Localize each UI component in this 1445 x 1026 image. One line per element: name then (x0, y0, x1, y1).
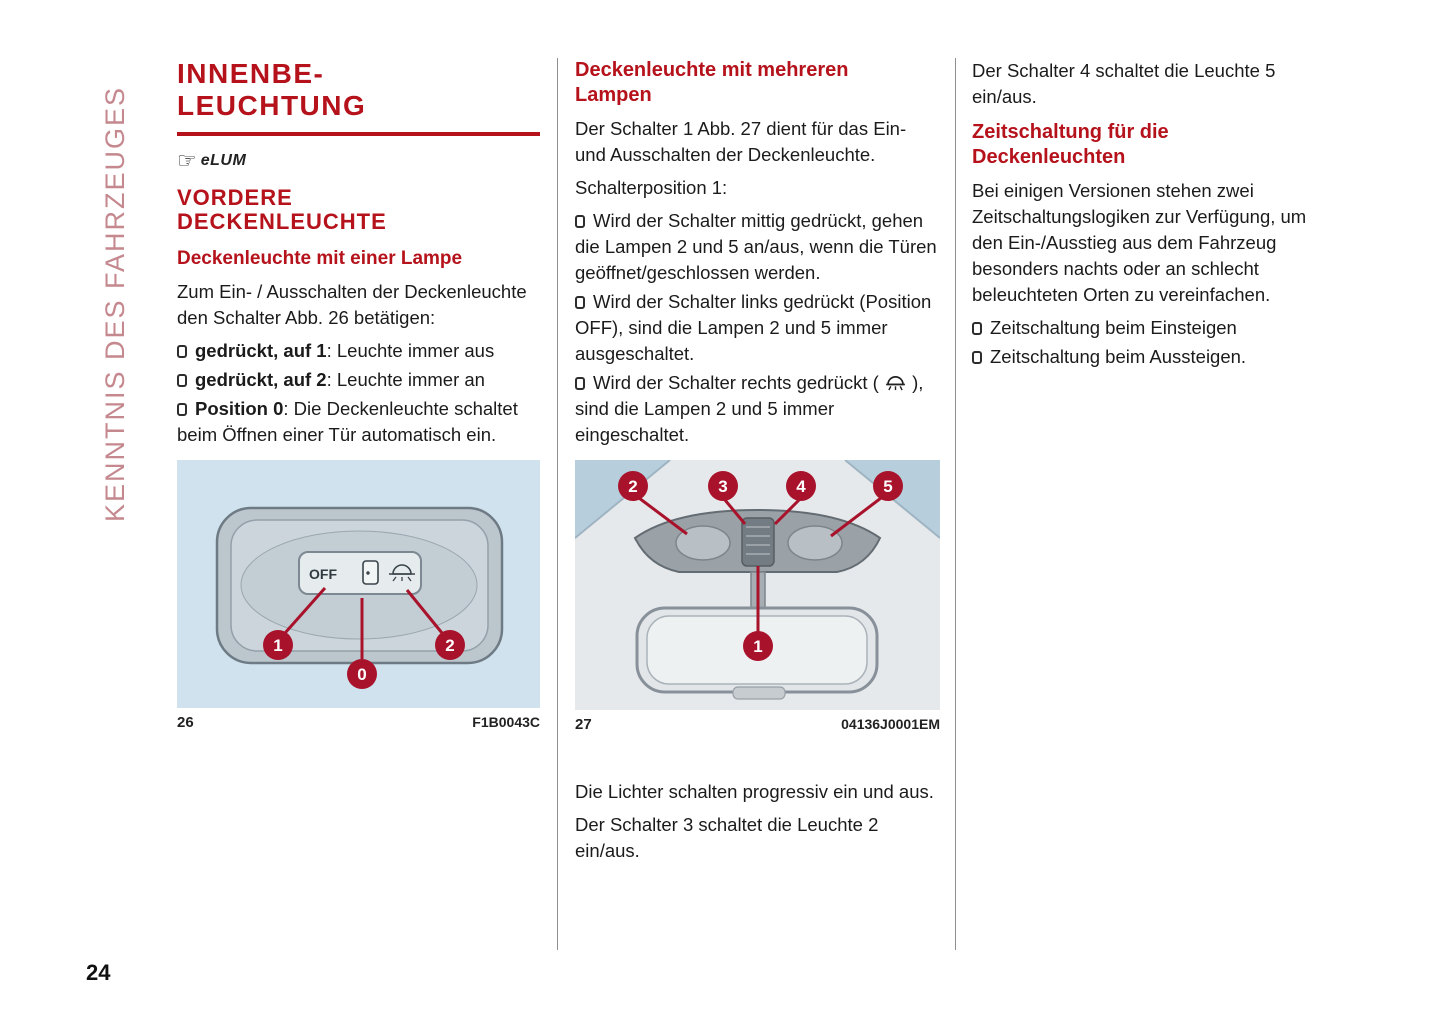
square-bullet-icon (177, 344, 187, 358)
callout-5: 5 (873, 471, 903, 501)
section-heading: VORDERE DECKENLEUCHTE (177, 184, 387, 235)
pointing-hand-icon: ☞ (177, 147, 197, 173)
bullet-text: Zeitschaltung beim Einsteigen (990, 317, 1237, 338)
bullet-text: Wird der Schalter rechts gedrückt ( (593, 372, 884, 393)
figure-code: F1B0043C (472, 713, 540, 730)
paragraph: Der Schalter 1 Abb. 27 dient für das Ein… (575, 118, 907, 165)
square-bullet-icon (177, 373, 187, 387)
list-item: gedrückt, auf 2: Leuchte immer an (177, 367, 540, 393)
page-title-line2: LEUCHTUNG (177, 89, 367, 121)
bullet-bold: gedrückt, auf 1 (195, 339, 327, 361)
svg-text:0: 0 (357, 665, 366, 684)
list-item: Wird der Schalter rechts gedrückt ( ), s… (575, 370, 940, 448)
svg-text:1: 1 (753, 637, 762, 656)
title-rule (177, 131, 540, 136)
svg-text:1: 1 (273, 636, 282, 655)
square-bullet-icon (575, 215, 585, 228)
svg-text:2: 2 (445, 636, 454, 655)
svg-text:2: 2 (628, 477, 637, 496)
svg-text:4: 4 (796, 477, 806, 496)
column-3: Der Schalter 4 schaltet die Leuchte 5 ei… (972, 58, 1324, 373)
list-item: Zeitschaltung beim Einsteigen (972, 315, 1324, 341)
paragraph: Der Schalter 4 schaltet die Leuchte 5 ei… (972, 60, 1276, 107)
figure-27-illustration: 2 3 4 5 1 (575, 460, 940, 710)
bullet-text: Zeitschaltung beim Aussteigen. (990, 346, 1247, 367)
paragraph: Zum Ein- / Ausschalten der Deckenleuchte… (177, 280, 527, 328)
bullet-text: Wird der Schalter mittig gedrückt, gehen… (575, 210, 937, 283)
paragraph: Die Lichter schalten progressiv ein und … (575, 781, 934, 802)
square-bullet-icon (177, 402, 187, 416)
square-bullet-icon (972, 351, 982, 364)
bullet-bold: gedrückt, auf 2 (195, 368, 327, 390)
column-divider (955, 58, 956, 950)
column-1: INNENBE- LEUCHTUNG ☞ eLUM VORDERE DECKEN… (177, 58, 540, 731)
square-bullet-icon (575, 377, 585, 390)
column-2: Deckenleuchte mit mehreren Lampen Der Sc… (575, 58, 940, 871)
bullet-bold: Position 0 (195, 397, 284, 419)
dome-light-icon (389, 564, 415, 582)
figure-27: 2 3 4 5 1 27 (575, 460, 940, 733)
page-title-line1: INNENBE- (177, 58, 325, 89)
figure-26: OFF 1 (177, 459, 540, 731)
paragraph: Bei einigen Versionen stehen zwei Zeitsc… (972, 180, 1307, 305)
paragraph: Der Schalter 3 schaltet die Leuchte 2 ei… (575, 814, 879, 861)
list-item: Wird der Schalter links gedrückt (Positi… (575, 289, 940, 367)
callout-1: 1 (743, 631, 773, 661)
dome-light-icon (886, 376, 905, 391)
figure-26-illustration: OFF 1 (177, 459, 540, 708)
bullet-text: : Leuchte immer aus (326, 339, 495, 361)
figure-number: 27 (575, 716, 592, 733)
column-divider (557, 58, 558, 950)
figure-26-caption: 26 F1B0043C (177, 714, 540, 731)
callout-2: 2 (435, 629, 465, 660)
list-item: Position 0: Die Deckenleuchte schaltet b… (177, 396, 540, 448)
chapter-sidebar-label: KENNTNIS DES FAHRZEUGES (100, 85, 130, 522)
bullet-text: : Leuchte immer an (326, 368, 485, 390)
figure-number: 26 (177, 713, 194, 731)
elum-logo: ☞ eLUM (177, 148, 540, 174)
page-number: 24 (86, 960, 111, 985)
list-item: gedrückt, auf 1: Leuchte immer aus (177, 338, 540, 364)
square-bullet-icon (575, 296, 585, 309)
section-heading: Zeitschaltung für die Deckenleuchten (972, 121, 1169, 168)
callout-4: 4 (786, 471, 816, 501)
door-lamp-icon (362, 560, 379, 585)
page-title: INNENBE- LEUCHTUNG (177, 58, 540, 122)
elum-logo-text: eLUM (200, 151, 247, 169)
figure-code: 04136J0001EM (841, 716, 940, 732)
svg-text:3: 3 (718, 477, 727, 496)
list-item: Zeitschaltung beim Aussteigen. (972, 344, 1324, 370)
callout-2: 2 (618, 471, 648, 501)
callout-0: 0 (347, 658, 377, 689)
callout-1: 1 (263, 629, 293, 660)
section-heading: Deckenleuchte mit mehreren Lampen (575, 59, 849, 106)
paragraph: Schalterposition 1: (575, 177, 728, 198)
bullet-text: Wird der Schalter links gedrückt (Positi… (575, 291, 932, 364)
bullet-text: ), sind die Lampen 2 und 5 immer eingesc… (575, 372, 924, 445)
bullet-text: : Die Deckenleuchte schaltet beim Öffnen… (177, 397, 518, 445)
figure-27-caption: 27 04136J0001EM (575, 716, 940, 733)
sub-heading: Deckenleuchte mit einer Lampe (177, 248, 463, 270)
square-bullet-icon (972, 322, 982, 335)
list-item: Wird der Schalter mittig gedrückt, gehen… (575, 208, 940, 286)
switch-off-label: OFF (309, 566, 337, 582)
svg-text:5: 5 (883, 477, 892, 496)
callout-3: 3 (708, 471, 738, 501)
